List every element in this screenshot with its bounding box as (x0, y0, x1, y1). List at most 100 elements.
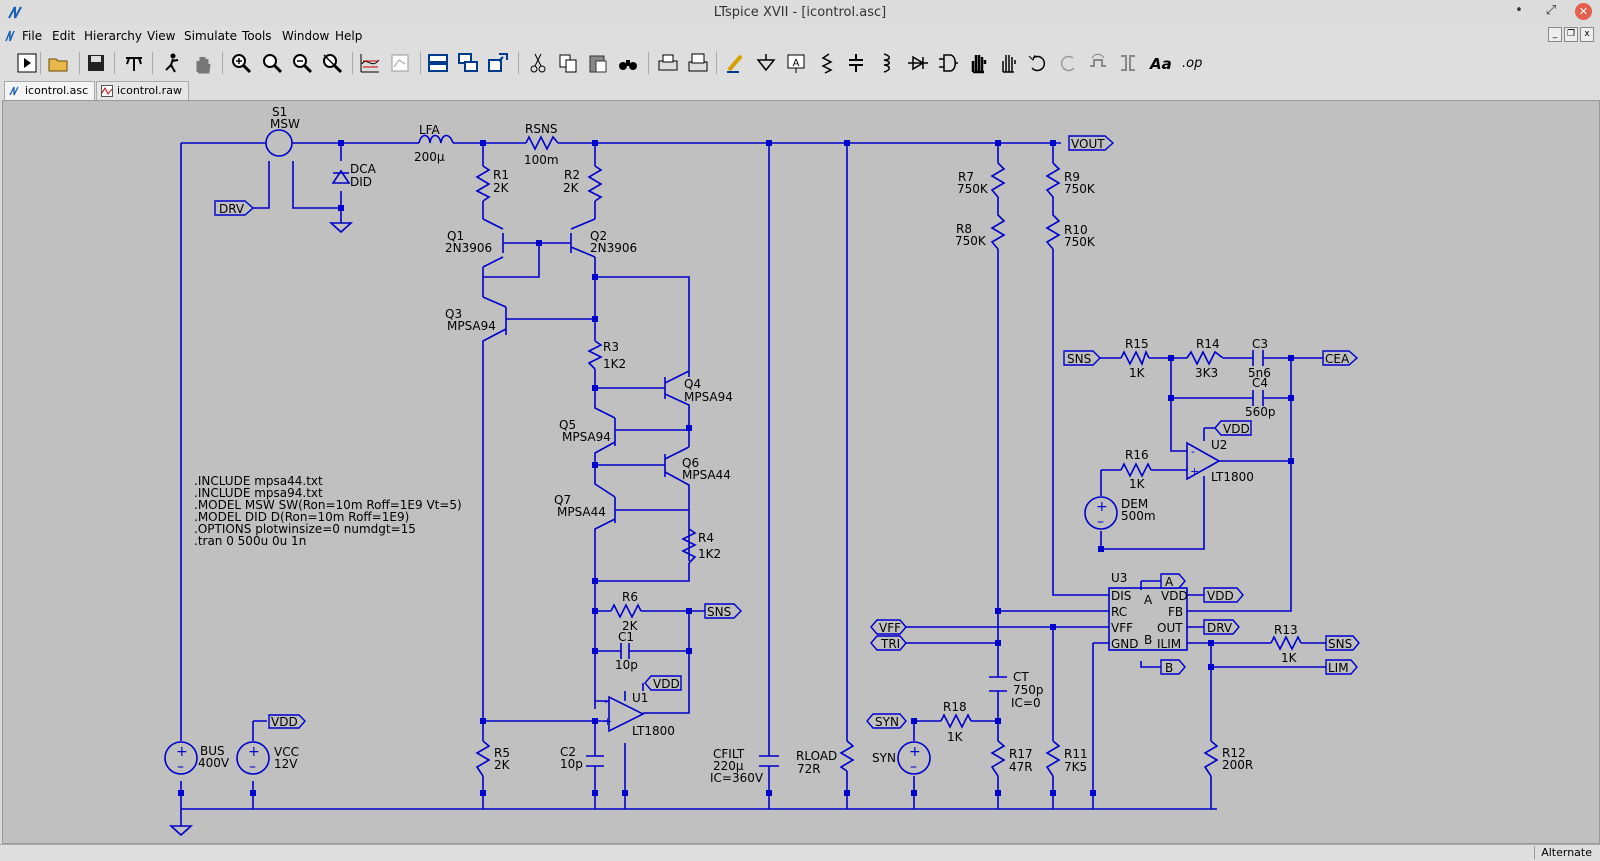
run-icon[interactable] (15, 51, 39, 75)
resistor-r18 (940, 713, 972, 729)
resistor-icon[interactable] (814, 51, 838, 75)
component-icon[interactable] (936, 51, 960, 75)
redo-icon[interactable] (1056, 51, 1080, 75)
mdi-close-icon[interactable]: x (1580, 27, 1594, 42)
rotate-icon[interactable] (1086, 51, 1110, 75)
svg-text:+: + (248, 744, 260, 760)
svg-text:OUT: OUT (1157, 621, 1183, 635)
zoom-out-icon[interactable] (290, 51, 314, 75)
mirror-icon[interactable] (1116, 51, 1140, 75)
capacitor-icon[interactable] (844, 51, 868, 75)
menu-simulate[interactable]: Simulate (184, 29, 238, 43)
menu-edit[interactable]: Edit (52, 29, 76, 43)
print-setup-icon[interactable] (686, 51, 710, 75)
schematic[interactable]: +– +– +– +– -+ -+ VOUT DRV SNS CEA VDD V… (3, 101, 1599, 843)
resistor-rload (839, 740, 855, 772)
resistor-r3 (587, 340, 603, 370)
undo-icon[interactable] (1026, 51, 1050, 75)
menu-hierarchy[interactable]: Hierarchy (84, 29, 143, 43)
net-flags (214, 135, 1360, 729)
resistor-rsns (525, 135, 559, 151)
svg-text:VDD: VDD (1161, 589, 1188, 603)
hand-icon[interactable] (191, 51, 215, 75)
paste-icon[interactable] (586, 51, 610, 75)
document-tabs: icontrol.asc icontrol.raw (0, 80, 1600, 100)
tab-icontrol-asc[interactable]: icontrol.asc (4, 81, 96, 100)
menu-window[interactable]: Window (282, 29, 330, 43)
svg-text:Q3: Q3 (445, 307, 462, 321)
zoom-in-icon[interactable] (229, 51, 253, 75)
copy-icon[interactable] (556, 51, 580, 75)
svg-text:Q2: Q2 (590, 229, 607, 243)
mdi-minimize-icon[interactable]: _ (1548, 27, 1562, 42)
ground-icon[interactable] (754, 51, 778, 75)
net-label-drv: DRV (219, 202, 245, 216)
svg-text:R5: R5 (494, 746, 510, 760)
app-icon (8, 6, 22, 19)
svg-text:VCC: VCC (274, 745, 299, 759)
switch-s1 (265, 129, 293, 157)
halt-icon[interactable] (160, 51, 184, 75)
capacitor-c2 (586, 755, 604, 767)
draw-wire-icon[interactable] (724, 51, 748, 75)
schematic-canvas[interactable]: +– +– +– +– -+ -+ VOUT DRV SNS CEA VDD V… (2, 100, 1600, 844)
autorange-icon[interactable] (358, 51, 382, 75)
svg-text:R15: R15 (1125, 337, 1149, 351)
net-label-lim: LIM (1328, 661, 1349, 675)
resistor-r15 (1120, 349, 1150, 367)
svg-text:-: - (1191, 445, 1195, 458)
svg-text:+: + (1096, 499, 1108, 515)
svg-text:+: + (176, 744, 188, 760)
label-net-icon[interactable]: A (784, 51, 808, 75)
inductor-icon[interactable] (874, 51, 898, 75)
zoom-full-icon[interactable] (260, 51, 284, 75)
zoom-cancel-icon[interactable] (320, 51, 344, 75)
restore-icon[interactable]: ⤢ (1545, 3, 1557, 18)
text-icon[interactable]: Aa (1148, 51, 1172, 75)
mdi-restore-icon[interactable]: ❐ (1564, 27, 1578, 42)
minimize-icon[interactable]: • (1515, 3, 1523, 18)
menu-file[interactable]: File (22, 29, 43, 43)
svg-text:C3: C3 (1252, 337, 1268, 351)
svg-text:–: – (1097, 514, 1104, 530)
mdi-child-icon[interactable] (4, 29, 16, 43)
svg-text:.tran 0 500u 0u 1n: .tran 0 500u 0u 1n (194, 534, 306, 548)
net-label-sns: SNS (1328, 637, 1352, 651)
svg-text:220µ: 220µ (713, 759, 744, 773)
drag-icon[interactable] (996, 51, 1020, 75)
plot-settings-icon[interactable] (388, 51, 412, 75)
close-icon[interactable]: ✕ (1575, 3, 1592, 20)
svg-text:2N3906: 2N3906 (445, 241, 492, 255)
svg-text:U1: U1 (632, 691, 648, 705)
svg-text:R12: R12 (1222, 746, 1246, 760)
net-label-a: A (1165, 575, 1174, 589)
menu-view[interactable]: View (147, 29, 176, 43)
menu-help[interactable]: Help (335, 29, 363, 43)
svg-text:750K: 750K (955, 234, 987, 248)
diode-icon[interactable] (906, 51, 930, 75)
cut-icon[interactable] (526, 51, 550, 75)
move-icon[interactable] (966, 51, 990, 75)
save-icon[interactable] (84, 51, 108, 75)
find-icon[interactable] (616, 51, 640, 75)
tab-icontrol-raw[interactable]: icontrol.raw (96, 81, 189, 100)
print-icon[interactable] (656, 51, 680, 75)
svg-text:SYN: SYN (872, 751, 896, 765)
svg-text:2K: 2K (493, 181, 510, 195)
tile-horizontal-icon[interactable] (426, 51, 450, 75)
svg-text:2K: 2K (622, 619, 639, 633)
svg-text:1K2: 1K2 (698, 547, 721, 561)
svg-text:DID: DID (350, 175, 372, 189)
tile-vertical-icon[interactable] (486, 51, 510, 75)
svg-text:–: – (910, 759, 917, 775)
control-panel-icon[interactable] (122, 51, 146, 75)
svg-text:.MODEL DID D(Ron=10m Roff=1E9): .MODEL DID D(Ron=10m Roff=1E9) (194, 510, 409, 524)
menu-tools[interactable]: Tools (242, 29, 272, 43)
svg-text:Q1: Q1 (447, 229, 464, 243)
cascade-icon[interactable] (456, 51, 480, 75)
spice-directive-icon[interactable]: .op (1180, 51, 1204, 75)
open-icon[interactable] (46, 51, 70, 75)
svg-text:1K: 1K (1129, 366, 1146, 380)
svg-text:R8: R8 (956, 222, 972, 236)
source-syn (897, 741, 931, 775)
